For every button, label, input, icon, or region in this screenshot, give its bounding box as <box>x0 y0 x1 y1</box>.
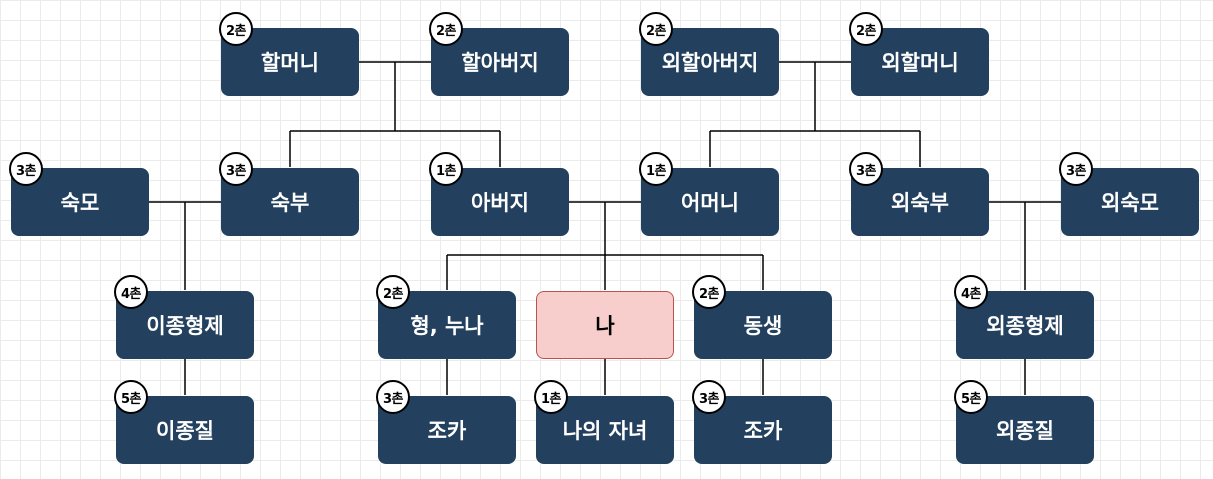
degree-badge: 2촌 <box>849 12 883 46</box>
degree-badge: 5촌 <box>954 380 988 414</box>
degree-badge: 1촌 <box>639 152 673 186</box>
degree-badge: 2촌 <box>429 12 463 46</box>
degree-badge: 3촌 <box>849 152 883 186</box>
node-label: 할아버지 <box>461 51 539 75</box>
node-father[interactable]: 아버지 1촌 <box>429 152 569 236</box>
node-maternal-uncle[interactable]: 외숙부 3촌 <box>849 152 989 236</box>
node-grandmother[interactable]: 할머니 2촌 <box>219 12 359 96</box>
node-label: 외할머니 <box>881 51 959 75</box>
node-maternal-cousin[interactable]: 외종형제 4촌 <box>954 275 1094 359</box>
degree-badge: 3촌 <box>219 152 253 186</box>
node-label: 나의 자녀 <box>562 419 648 443</box>
node-maternal-grandmother[interactable]: 외할머니 2촌 <box>849 12 989 96</box>
degree-badge: 1촌 <box>534 380 568 414</box>
degree-badge: 5촌 <box>114 380 148 414</box>
degree-badge: 3촌 <box>376 380 410 414</box>
node-maternal-grandfather[interactable]: 외할아버지 2촌 <box>639 12 779 96</box>
node-grandfather[interactable]: 할아버지 2촌 <box>429 12 569 96</box>
node-uncle[interactable]: 숙부 3촌 <box>219 152 359 236</box>
node-label: 외종질 <box>996 419 1054 443</box>
node-mother[interactable]: 어머니 1촌 <box>639 152 779 236</box>
node-cousin-child[interactable]: 이종질 5촌 <box>114 380 254 464</box>
node-cousin[interactable]: 이종형제 4촌 <box>114 275 254 359</box>
node-label: 숙모 <box>60 191 100 215</box>
node-label: 외숙모 <box>1101 191 1159 215</box>
degree-badge: 4촌 <box>114 275 148 309</box>
node-label: 외할아버지 <box>661 51 759 75</box>
degree-badge: 2촌 <box>639 12 673 46</box>
node-label: 조카 <box>743 419 783 443</box>
node-maternal-cousin-child[interactable]: 외종질 5촌 <box>954 380 1094 464</box>
degree-badge: 2촌 <box>692 275 726 309</box>
node-younger-sibling[interactable]: 동생 2촌 <box>692 275 832 359</box>
node-aunt-by-marriage[interactable]: 숙모 3촌 <box>9 152 149 236</box>
node-label: 할머니 <box>261 51 319 75</box>
degree-badge: 3촌 <box>692 380 726 414</box>
node-label: 어머니 <box>681 191 739 215</box>
degree-badge: 2촌 <box>219 12 253 46</box>
degree-badge: 3촌 <box>9 152 43 186</box>
node-self[interactable]: 나 <box>536 291 674 359</box>
node-elder-sibling[interactable]: 형, 누나 2촌 <box>376 275 516 359</box>
node-label: 숙부 <box>270 191 310 215</box>
node-my-child[interactable]: 나의 자녀 1촌 <box>534 380 674 464</box>
node-younger-sibling-child[interactable]: 조카 3촌 <box>692 380 832 464</box>
node-maternal-uncle-wife[interactable]: 외숙모 3촌 <box>1059 152 1199 236</box>
node-label: 이종형제 <box>146 314 224 338</box>
node-label: 아버지 <box>471 191 529 215</box>
degree-badge: 2촌 <box>376 275 410 309</box>
node-label: 외숙부 <box>891 191 949 215</box>
node-label: 나 <box>595 314 615 338</box>
node-label: 동생 <box>743 314 783 338</box>
node-label: 조카 <box>427 419 467 443</box>
degree-badge: 3촌 <box>1059 152 1093 186</box>
degree-badge: 4촌 <box>954 275 988 309</box>
node-label: 형, 누나 <box>410 314 484 338</box>
node-elder-sibling-child[interactable]: 조카 3촌 <box>376 380 516 464</box>
node-label: 이종질 <box>156 419 214 443</box>
degree-badge: 1촌 <box>429 152 463 186</box>
node-label: 외종형제 <box>986 314 1064 338</box>
